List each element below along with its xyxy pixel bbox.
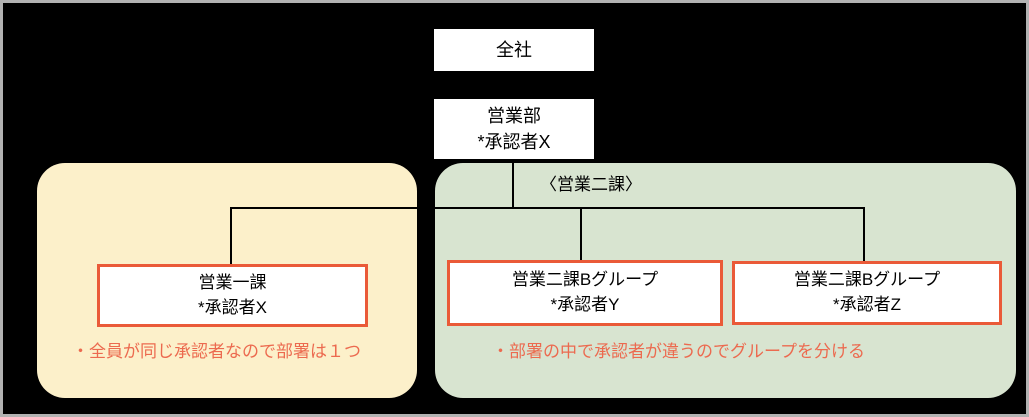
node-section2-group-y-name: 営業二課Bグループ [511,270,659,290]
section-label: 〈営業二課〉 [540,175,642,194]
node-company-label: 全社 [496,39,532,60]
node-sales-section-1-approver: *承認者X [198,297,267,317]
node-sales-department: 営業部 *承認者X [433,98,595,160]
node-section2-group-z-approver: *承認者Z [833,295,901,314]
node-section2-group-y-approver: *承認者Y [550,295,620,314]
node-section2-group-z-name: 営業二課Bグループ [793,270,941,290]
node-company: 全社 [433,28,595,72]
node-sales-department-approver: *承認者X [477,132,551,152]
node-sales-section-1-name: 営業一課 [198,272,267,292]
node-sales-department-name: 営業部 [487,105,541,126]
note-different-approvers: ・部署の中で承認者が違うのでグループを分ける [492,342,865,361]
connector-horizontal-bus [230,207,865,209]
connector-root-to-department [512,70,514,98]
connector-drop-child-3 [863,207,865,265]
note-same-approver: ・全員が同じ承認者なので部署は１つ [72,342,361,361]
org-chart-diagram: 全社 営業部 *承認者X 〈営業二課〉 営業一課 *承認者X 営業二課Bグループ… [3,3,1026,414]
node-section2-group-z: 営業二課Bグループ *承認者Z [732,261,1002,325]
connector-department-down [512,158,514,209]
connector-drop-child-1 [230,207,232,265]
node-sales-section-1: 営業一課 *承認者X [97,264,368,327]
connector-drop-child-2 [580,207,582,261]
node-section2-group-y: 営業二課Bグループ *承認者Y [447,260,723,326]
